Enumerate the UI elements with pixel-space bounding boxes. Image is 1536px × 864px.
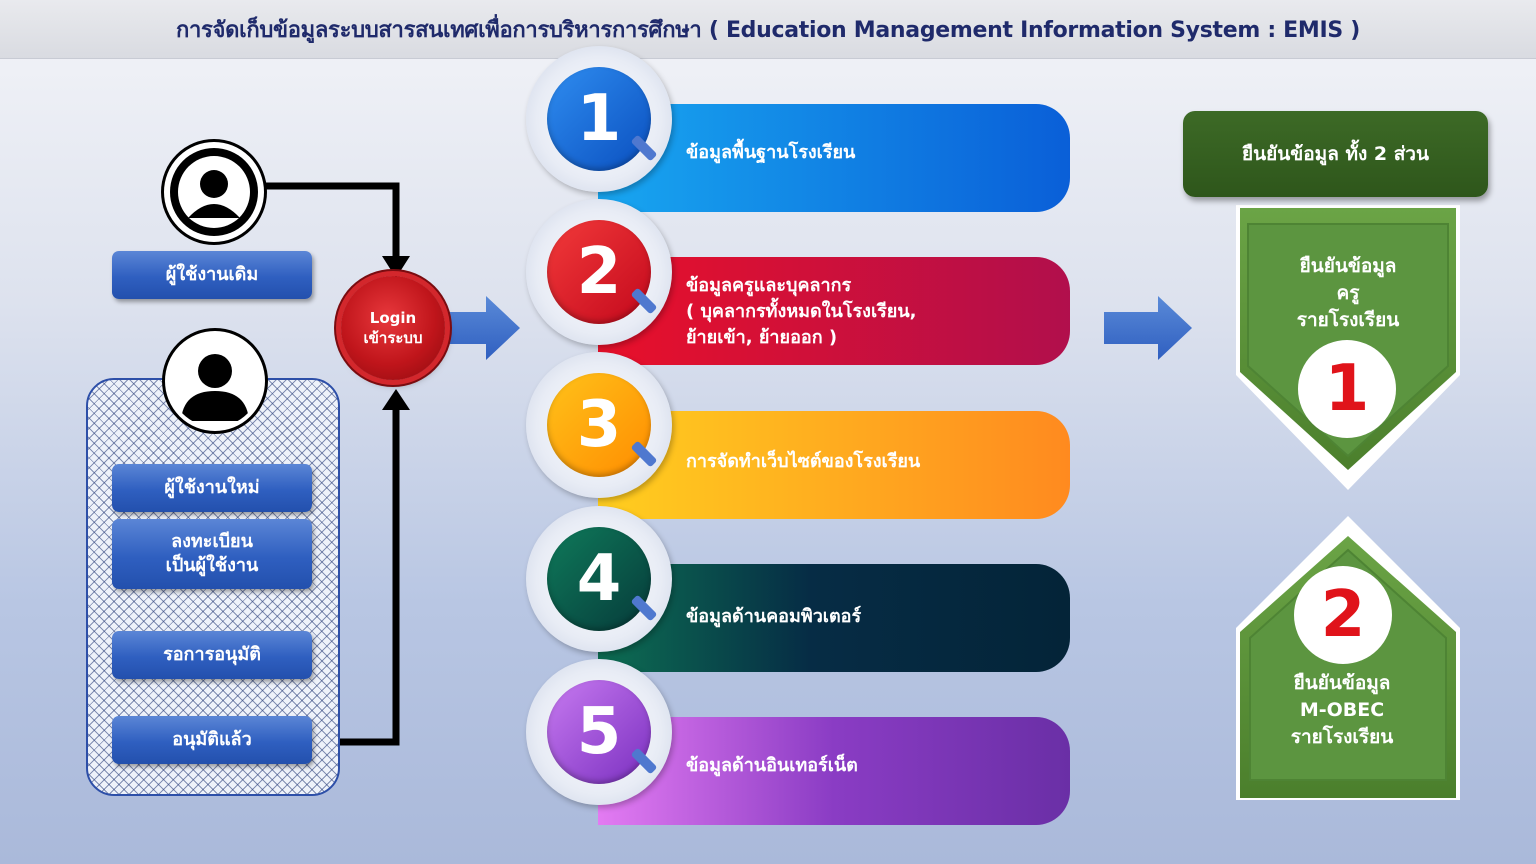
login-to-steps-arrow xyxy=(446,296,520,360)
step-4-label: ข้อมูลด้านคอมพิวเตอร์ xyxy=(686,606,862,627)
step-4-band[interactable] xyxy=(598,564,1070,672)
confirm-part2-label: ยืนยันข้อมูล M-OBEC รายโรงเรียน xyxy=(1290,672,1394,748)
step-1-number: 1 xyxy=(547,67,651,171)
step-3-number: 3 xyxy=(547,373,651,477)
approved-connector xyxy=(338,404,400,746)
step-1-label: ข้อมูลพื้นฐานโรงเรียน xyxy=(686,142,856,163)
confirm-part2-number[interactable]: 2 xyxy=(1294,566,1392,664)
step-3-band[interactable] xyxy=(598,411,1070,519)
existing-user-avatar-icon xyxy=(164,142,264,242)
register-button[interactable]: ลงทะเบียน เป็นผู้ใช้งาน xyxy=(112,519,312,589)
approved-arrowhead xyxy=(382,389,410,410)
step-1-band[interactable] xyxy=(598,104,1070,212)
existing-user-arrowhead xyxy=(382,256,410,278)
confirm-both-parts-header: ยืนยันข้อมูล ทั้ง 2 ส่วน xyxy=(1183,111,1488,197)
step-3-label: การจัดทำเว็บไซต์ของโรงเรียน xyxy=(686,451,921,472)
existing-user-connector xyxy=(256,182,400,262)
step-5-label: ข้อมูลด้านอินเทอร์เน็ต xyxy=(686,755,858,776)
step-5-number: 5 xyxy=(547,680,651,784)
title-bar: การจัดเก็บข้อมูลระบบสารสนเทศเพื่อการบริห… xyxy=(0,0,1536,59)
approved-button[interactable]: อนุมัติแล้ว xyxy=(112,716,312,764)
step-4-number: 4 xyxy=(547,527,651,631)
steps-to-confirm-arrow xyxy=(1104,296,1192,360)
step-2-label: ข้อมูลครูและบุคลากร ( บุคลากรทั้งหมดในโร… xyxy=(686,275,917,348)
pending-approval-button[interactable]: รอการอนุมัติ xyxy=(112,631,312,679)
step-2-number: 2 xyxy=(547,220,651,324)
login-button[interactable]: Login เข้าระบบ xyxy=(341,276,445,380)
new-user-button[interactable]: ผู้ใช้งานใหม่ xyxy=(112,464,312,512)
confirm-part1-label: ยืนยันข้อมูล ครู รายโรงเรียน xyxy=(1296,255,1400,331)
page-title: การจัดเก็บข้อมูลระบบสารสนเทศเพื่อการบริห… xyxy=(175,17,1361,43)
step-2-band[interactable] xyxy=(598,257,1070,365)
new-user-avatar-icon xyxy=(165,331,265,431)
existing-user-button[interactable]: ผู้ใช้งานเดิม xyxy=(112,251,312,299)
step-5-band[interactable] xyxy=(598,717,1070,825)
confirm-part1-number[interactable]: 1 xyxy=(1298,340,1396,438)
